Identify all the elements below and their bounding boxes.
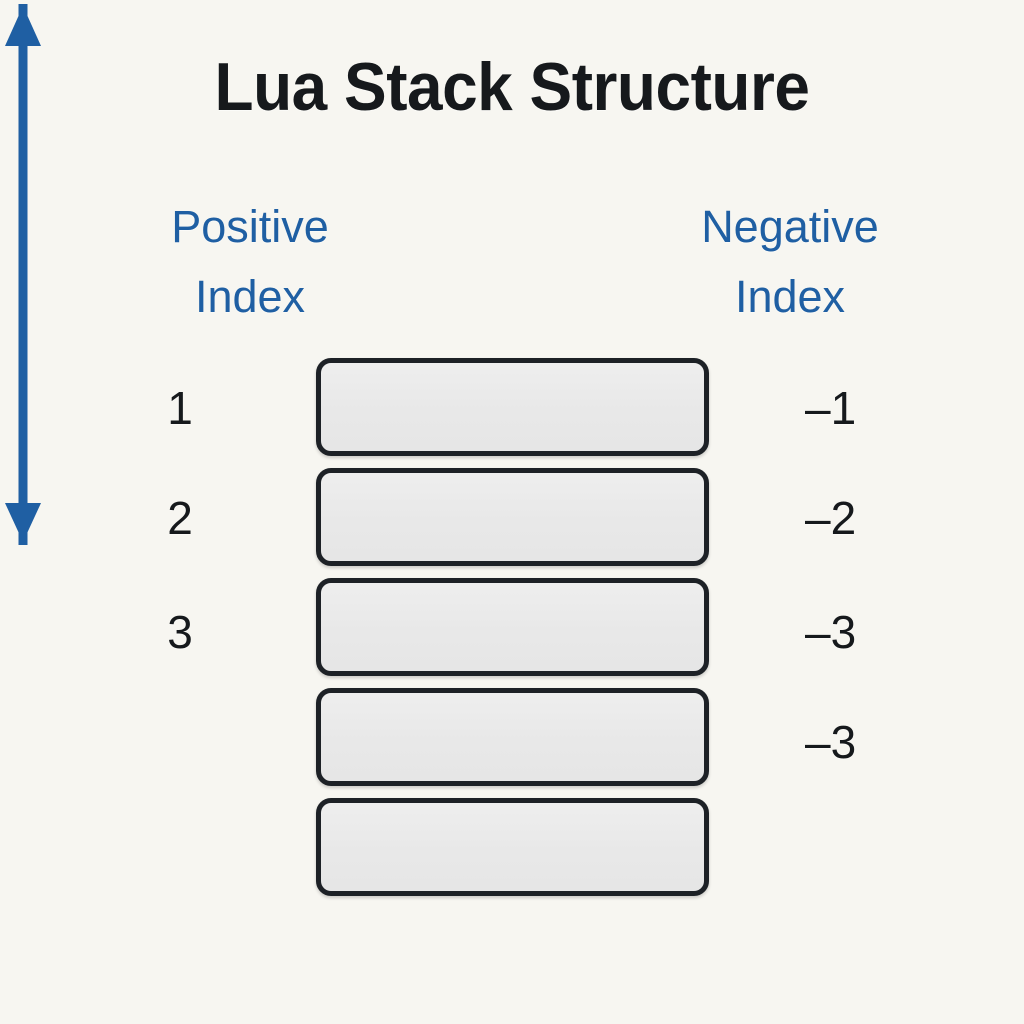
- stack-slot[interactable]: [316, 688, 709, 786]
- down-arrow-icon: [5, 4, 41, 542]
- stack-slot[interactable]: [316, 358, 709, 456]
- negative-index-label-1: –1: [805, 382, 857, 434]
- positive-index-label-2: 2: [167, 492, 193, 544]
- stack-slot[interactable]: [316, 578, 709, 676]
- negative-index-header: Negative Index: [701, 201, 879, 322]
- positive-index-header: Positive Index: [171, 201, 329, 322]
- negative-index-label-2: –2: [805, 492, 857, 544]
- negative-index-label-4: –3: [805, 716, 857, 768]
- negative-index-label-3: –3: [805, 606, 857, 658]
- positive-index-label-1: 1: [167, 382, 193, 434]
- page-title: Lua Stack Structure: [214, 49, 810, 125]
- stack-slot[interactable]: [316, 798, 709, 896]
- stack-slot[interactable]: [316, 468, 709, 566]
- positive-index-label-3: 3: [167, 606, 193, 658]
